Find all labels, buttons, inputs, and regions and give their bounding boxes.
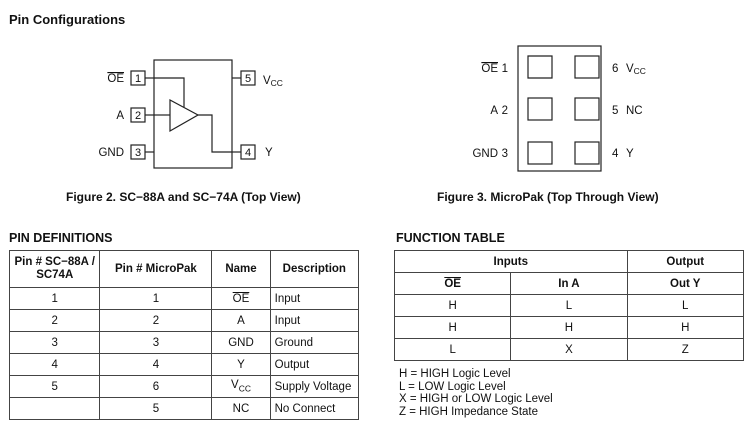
pd-cell: Supply Voltage	[269, 375, 360, 398]
micropak-pad-1	[527, 55, 553, 79]
pin-label-a: A	[116, 110, 124, 122]
pin-definitions-title: PIN DEFINITIONS	[9, 231, 113, 245]
micropak-pad-4	[574, 141, 600, 165]
ft-cell: L	[393, 338, 512, 361]
mp-label-y: Y	[626, 148, 634, 160]
pd-cell: 1	[8, 287, 101, 310]
pd-cell: NC	[211, 397, 271, 420]
pd-cell: 2	[8, 309, 101, 332]
pd-cell: 1	[99, 287, 213, 310]
function-table-legend: H = HIGH Logic Level L = LOW Logic Level…	[399, 368, 553, 418]
legend-item: X = HIGH or LOW Logic Level	[399, 393, 553, 405]
pd-cell: Y	[211, 353, 271, 376]
table-row: 4 4 Y Output	[8, 353, 360, 376]
pin-num-2: 2	[135, 110, 141, 122]
pin-definitions-table: Pin # SC−88A / SC74A Pin # MicroPak Name…	[8, 250, 360, 420]
mp-label-a: A	[490, 105, 498, 117]
mp-label-vcc: VCC	[626, 63, 646, 76]
table-row: 3 3 GND Ground	[8, 331, 360, 354]
pd-cell: Output	[269, 353, 360, 376]
pd-cell: A	[211, 309, 271, 332]
ft-cell: Z	[626, 338, 745, 361]
micropak-pad-5	[574, 97, 600, 121]
pin-label-oe: OE	[107, 73, 124, 85]
pd-cell: No Connect	[269, 397, 360, 420]
pin-label-vcc: VCC	[263, 75, 283, 88]
table-row: L X Z	[393, 338, 745, 361]
mp-num-5: 5	[612, 105, 618, 117]
legend-item: Z = HIGH Impedance State	[399, 405, 539, 418]
pd-cell: GND	[211, 331, 271, 354]
pd-cell: 5	[8, 375, 101, 398]
mp-label-nc: NC	[626, 105, 643, 117]
pin-num-1: 1	[135, 73, 141, 85]
mp-num-4: 4	[612, 148, 619, 160]
pd-header-mp: Pin # MicroPak	[99, 250, 213, 288]
mp-num-1: 1	[502, 63, 508, 75]
ft-cell: H	[626, 316, 745, 339]
pd-cell: 3	[8, 331, 101, 354]
pd-cell: Ground	[269, 331, 360, 354]
pd-header-sc: Pin # SC−88A / SC74A	[8, 250, 101, 288]
mp-num-3: 3	[502, 148, 508, 160]
pin-num-4: 4	[245, 147, 251, 159]
ft-cell: H	[510, 316, 628, 339]
pd-cell: 4	[8, 353, 101, 376]
pd-cell: 3	[99, 331, 213, 354]
figure-2-diagram: 1 2 3 5 4 OE A GND VCC Y OE 1 A 2 GND 3 …	[98, 45, 646, 172]
figure-2-caption: Figure 2. SC−88A and SC−74A (Top View)	[66, 190, 301, 204]
pin-label-y: Y	[265, 147, 273, 159]
legend-item: H = HIGH Logic Level	[399, 368, 511, 380]
ft-header-ina: In A	[510, 272, 628, 295]
pd-cell: Input	[269, 309, 360, 332]
mp-label-gnd: GND	[472, 148, 498, 160]
ic-body	[153, 59, 233, 169]
table-row: 2 2 A Input	[8, 309, 360, 332]
pin-label-gnd: GND	[98, 147, 124, 159]
table-row: H L L	[393, 294, 745, 317]
ft-header-output: Output	[626, 250, 745, 273]
pin-num-5: 5	[245, 73, 251, 85]
figure-3-caption: Figure 3. MicroPak (Top Through View)	[437, 190, 659, 204]
mp-num-2: 2	[502, 105, 508, 117]
ft-cell: L	[626, 294, 745, 317]
pd-cell: 4	[99, 353, 213, 376]
ft-cell: H	[393, 294, 512, 317]
pd-header-desc: Description	[269, 250, 360, 288]
ft-cell: L	[510, 294, 628, 317]
ft-header-oe: OE	[393, 272, 512, 295]
function-table: Inputs Output OE In A Out Y H L L H H H …	[393, 250, 745, 361]
pd-header-name: Name	[211, 250, 271, 288]
mp-num-6: 6	[612, 63, 618, 75]
micropak-pad-6	[574, 55, 600, 79]
micropak-pad-2	[527, 97, 553, 121]
ft-cell: X	[510, 338, 628, 361]
pd-cell: 6	[99, 375, 213, 398]
legend-item: L = LOW Logic Level	[399, 380, 506, 393]
table-row: 5 6 VCC Supply Voltage	[8, 375, 360, 398]
pd-cell	[8, 397, 101, 420]
table-row: 5 NC No Connect	[8, 397, 360, 420]
micropak-body	[517, 45, 602, 172]
micropak-pad-3	[527, 141, 553, 165]
mp-label-oe: OE	[481, 63, 498, 75]
table-row: H H H	[393, 316, 745, 339]
table-row: 1 1 OE Input	[8, 287, 360, 310]
ft-cell: H	[393, 316, 512, 339]
pd-cell-vcc: VCC	[211, 375, 271, 398]
pin-num-3: 3	[135, 147, 141, 159]
ft-header-outy: Out Y	[626, 272, 745, 295]
pd-cell: OE	[211, 287, 271, 310]
pd-cell: Input	[269, 287, 360, 310]
ft-header-inputs: Inputs	[394, 250, 628, 273]
pd-cell: 5	[99, 397, 213, 420]
function-table-title: FUNCTION TABLE	[396, 231, 505, 245]
page-title: Pin Configurations	[9, 12, 126, 27]
pd-cell: 2	[99, 309, 213, 332]
